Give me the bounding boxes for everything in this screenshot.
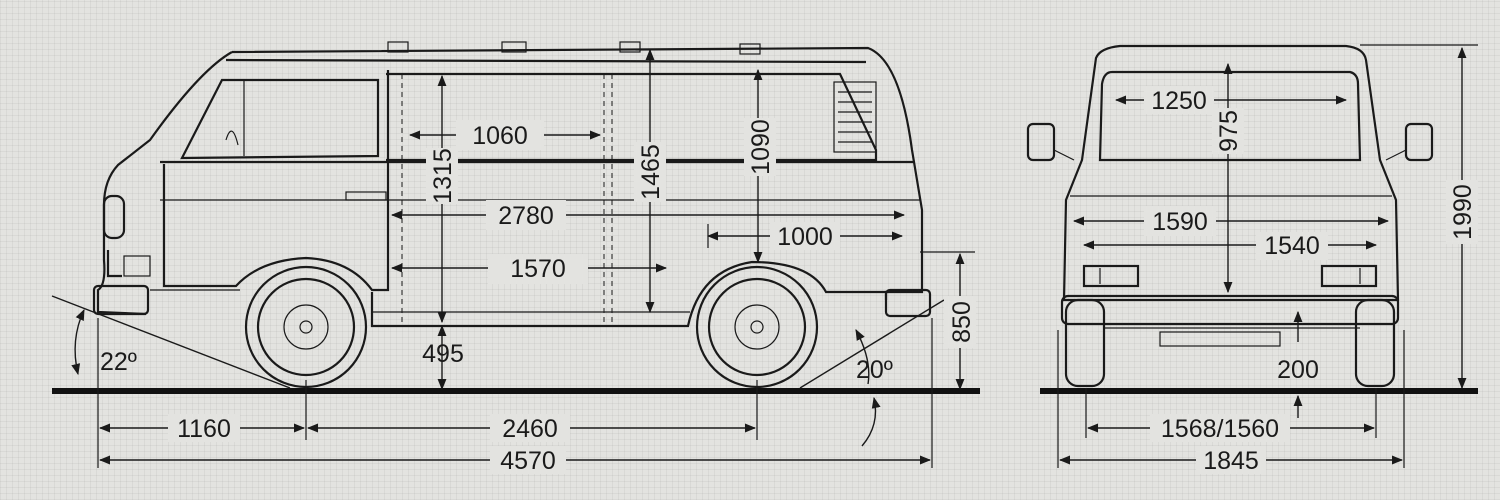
dim-1160: 1160: [177, 415, 231, 443]
approach-angle-label: 22º: [100, 348, 137, 376]
dim-1990: 1990: [1449, 184, 1477, 240]
dim-1845: 1845: [1203, 447, 1259, 475]
dim-1540: 1540: [1264, 232, 1320, 260]
departure-angle-label: 20º: [856, 356, 893, 384]
dim-1465: 1465: [637, 144, 665, 200]
dim-1315: 1315: [429, 148, 457, 204]
dim-1060: 1060: [472, 122, 528, 150]
side-view-van: [51, 41, 945, 389]
dim-2460: 2460: [502, 415, 558, 443]
rear-view-van: [1026, 44, 1434, 388]
dim-2780: 2780: [498, 202, 554, 230]
dim-495: 495: [422, 340, 464, 368]
dim-200: 200: [1277, 356, 1319, 384]
dim-1090: 1090: [747, 119, 775, 175]
dim-850: 850: [948, 301, 976, 343]
dim-1570: 1570: [510, 255, 566, 283]
dim-1568-1560: 1568/1560: [1161, 415, 1279, 443]
dim-1590: 1590: [1152, 208, 1208, 236]
dim-1250: 1250: [1151, 87, 1207, 115]
dim-4570: 4570: [500, 447, 556, 475]
dim-975: 975: [1215, 110, 1243, 152]
dim-1000: 1000: [777, 223, 833, 251]
